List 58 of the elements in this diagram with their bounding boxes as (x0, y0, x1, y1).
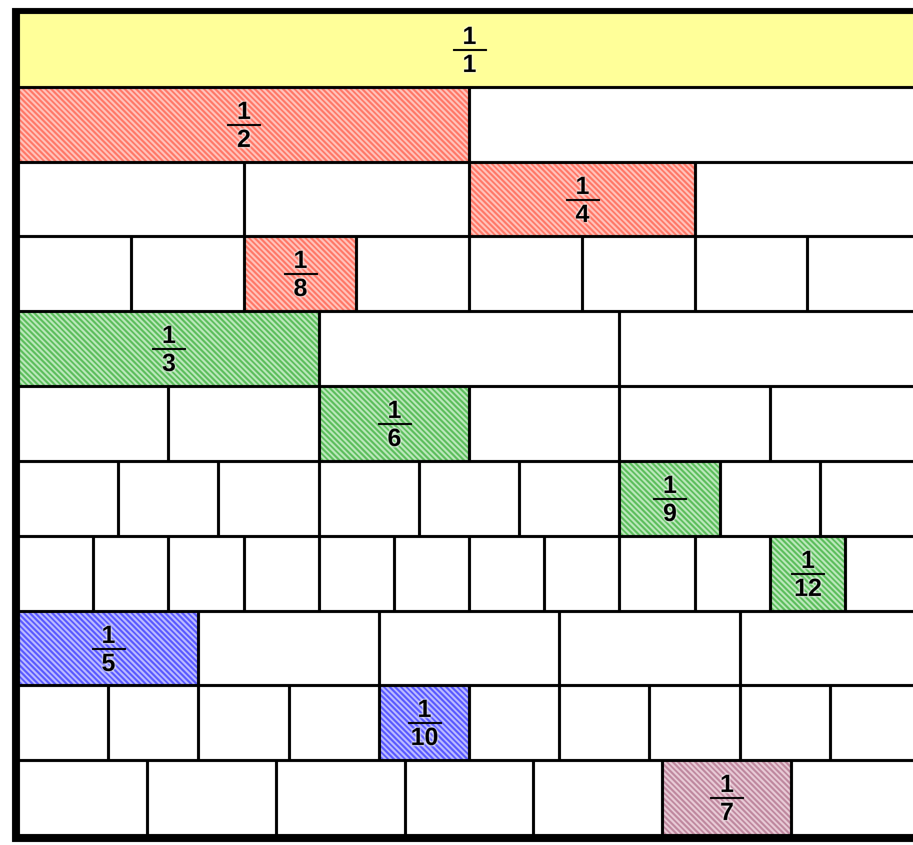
empty-strip (546, 538, 621, 613)
denominator: 2 (237, 127, 251, 151)
empty-strip (561, 687, 651, 762)
empty-strip (421, 463, 521, 538)
fraction-strip (321, 388, 471, 463)
denominator: 12 (794, 576, 822, 600)
fraction-strip (20, 14, 913, 89)
empty-strip (20, 164, 246, 238)
empty-strip (120, 463, 220, 538)
empty-strip (561, 613, 742, 687)
fraction-strip (20, 89, 471, 164)
empty-strip (407, 762, 535, 837)
numerator: 1 (162, 323, 176, 347)
denominator: 3 (162, 351, 176, 375)
fraction-strip (471, 164, 697, 238)
denominator: 7 (720, 800, 734, 824)
empty-strip (278, 762, 407, 837)
fraction-strip (772, 538, 847, 613)
empty-strip (321, 538, 396, 613)
fraction-strip (664, 762, 793, 837)
numerator: 1 (462, 24, 476, 48)
fraction-strip (621, 463, 722, 538)
empty-strip (20, 463, 120, 538)
denominator: 1 (462, 52, 476, 76)
empty-strip (396, 538, 471, 613)
denominator: 8 (294, 276, 308, 300)
numerator: 1 (720, 772, 734, 796)
empty-strip (200, 687, 291, 762)
denominator: 9 (663, 501, 677, 525)
denominator: 10 (410, 725, 438, 749)
denominator: 6 (388, 426, 402, 450)
denominator: 4 (576, 202, 590, 226)
empty-strip (20, 687, 110, 762)
numerator: 1 (663, 473, 677, 497)
numerator: 1 (418, 697, 432, 721)
numerator: 1 (237, 99, 251, 123)
fraction-strip (381, 687, 471, 762)
empty-strip (621, 538, 697, 613)
numerator: 1 (294, 248, 308, 272)
empty-strip (220, 463, 321, 538)
empty-strip (584, 238, 697, 313)
numerator: 1 (388, 398, 402, 422)
fraction-strip (246, 238, 358, 313)
empty-strip (149, 762, 278, 837)
numerator: 1 (576, 174, 590, 198)
empty-strip (697, 238, 809, 313)
denominator: 5 (102, 650, 116, 674)
empty-strip (471, 238, 584, 313)
numerator: 1 (102, 622, 116, 646)
fraction-strip (20, 613, 200, 687)
empty-strip (471, 538, 546, 613)
fraction-strip (20, 313, 321, 388)
empty-strip (321, 463, 421, 538)
empty-strip (20, 388, 170, 463)
numerator: 1 (801, 548, 815, 572)
empty-strip (110, 687, 200, 762)
empty-strip (246, 538, 321, 613)
empty-strip (20, 762, 149, 837)
